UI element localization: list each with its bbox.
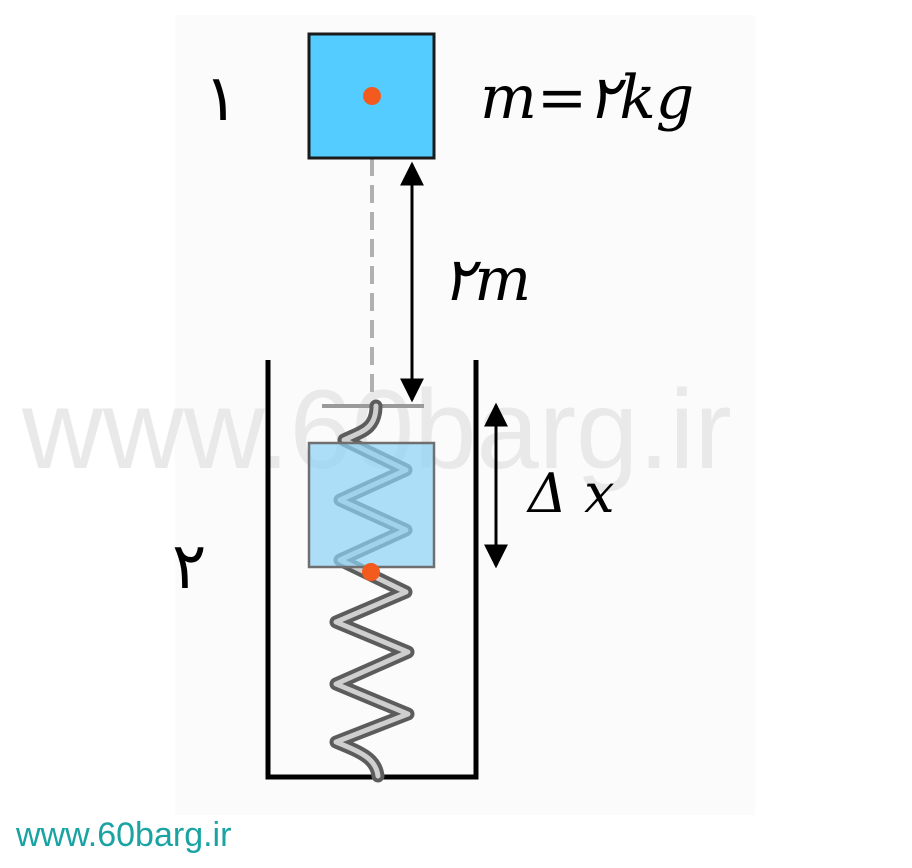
- block-1-center-dot: [363, 87, 381, 105]
- position-1-label: ۱: [204, 62, 238, 136]
- drop-distance-label: ۲m: [442, 245, 531, 315]
- compression-label: Δ x: [526, 462, 615, 525]
- block-2-center-dot: [362, 563, 380, 581]
- spring-coil-highlight: [333, 403, 411, 779]
- block-position-2: [307, 441, 436, 569]
- position-2-label: ۲: [172, 530, 206, 604]
- mass-label: m=۲kg: [480, 63, 694, 133]
- background-panel: [175, 15, 755, 815]
- footer-url: www.60barg.ir: [15, 816, 231, 854]
